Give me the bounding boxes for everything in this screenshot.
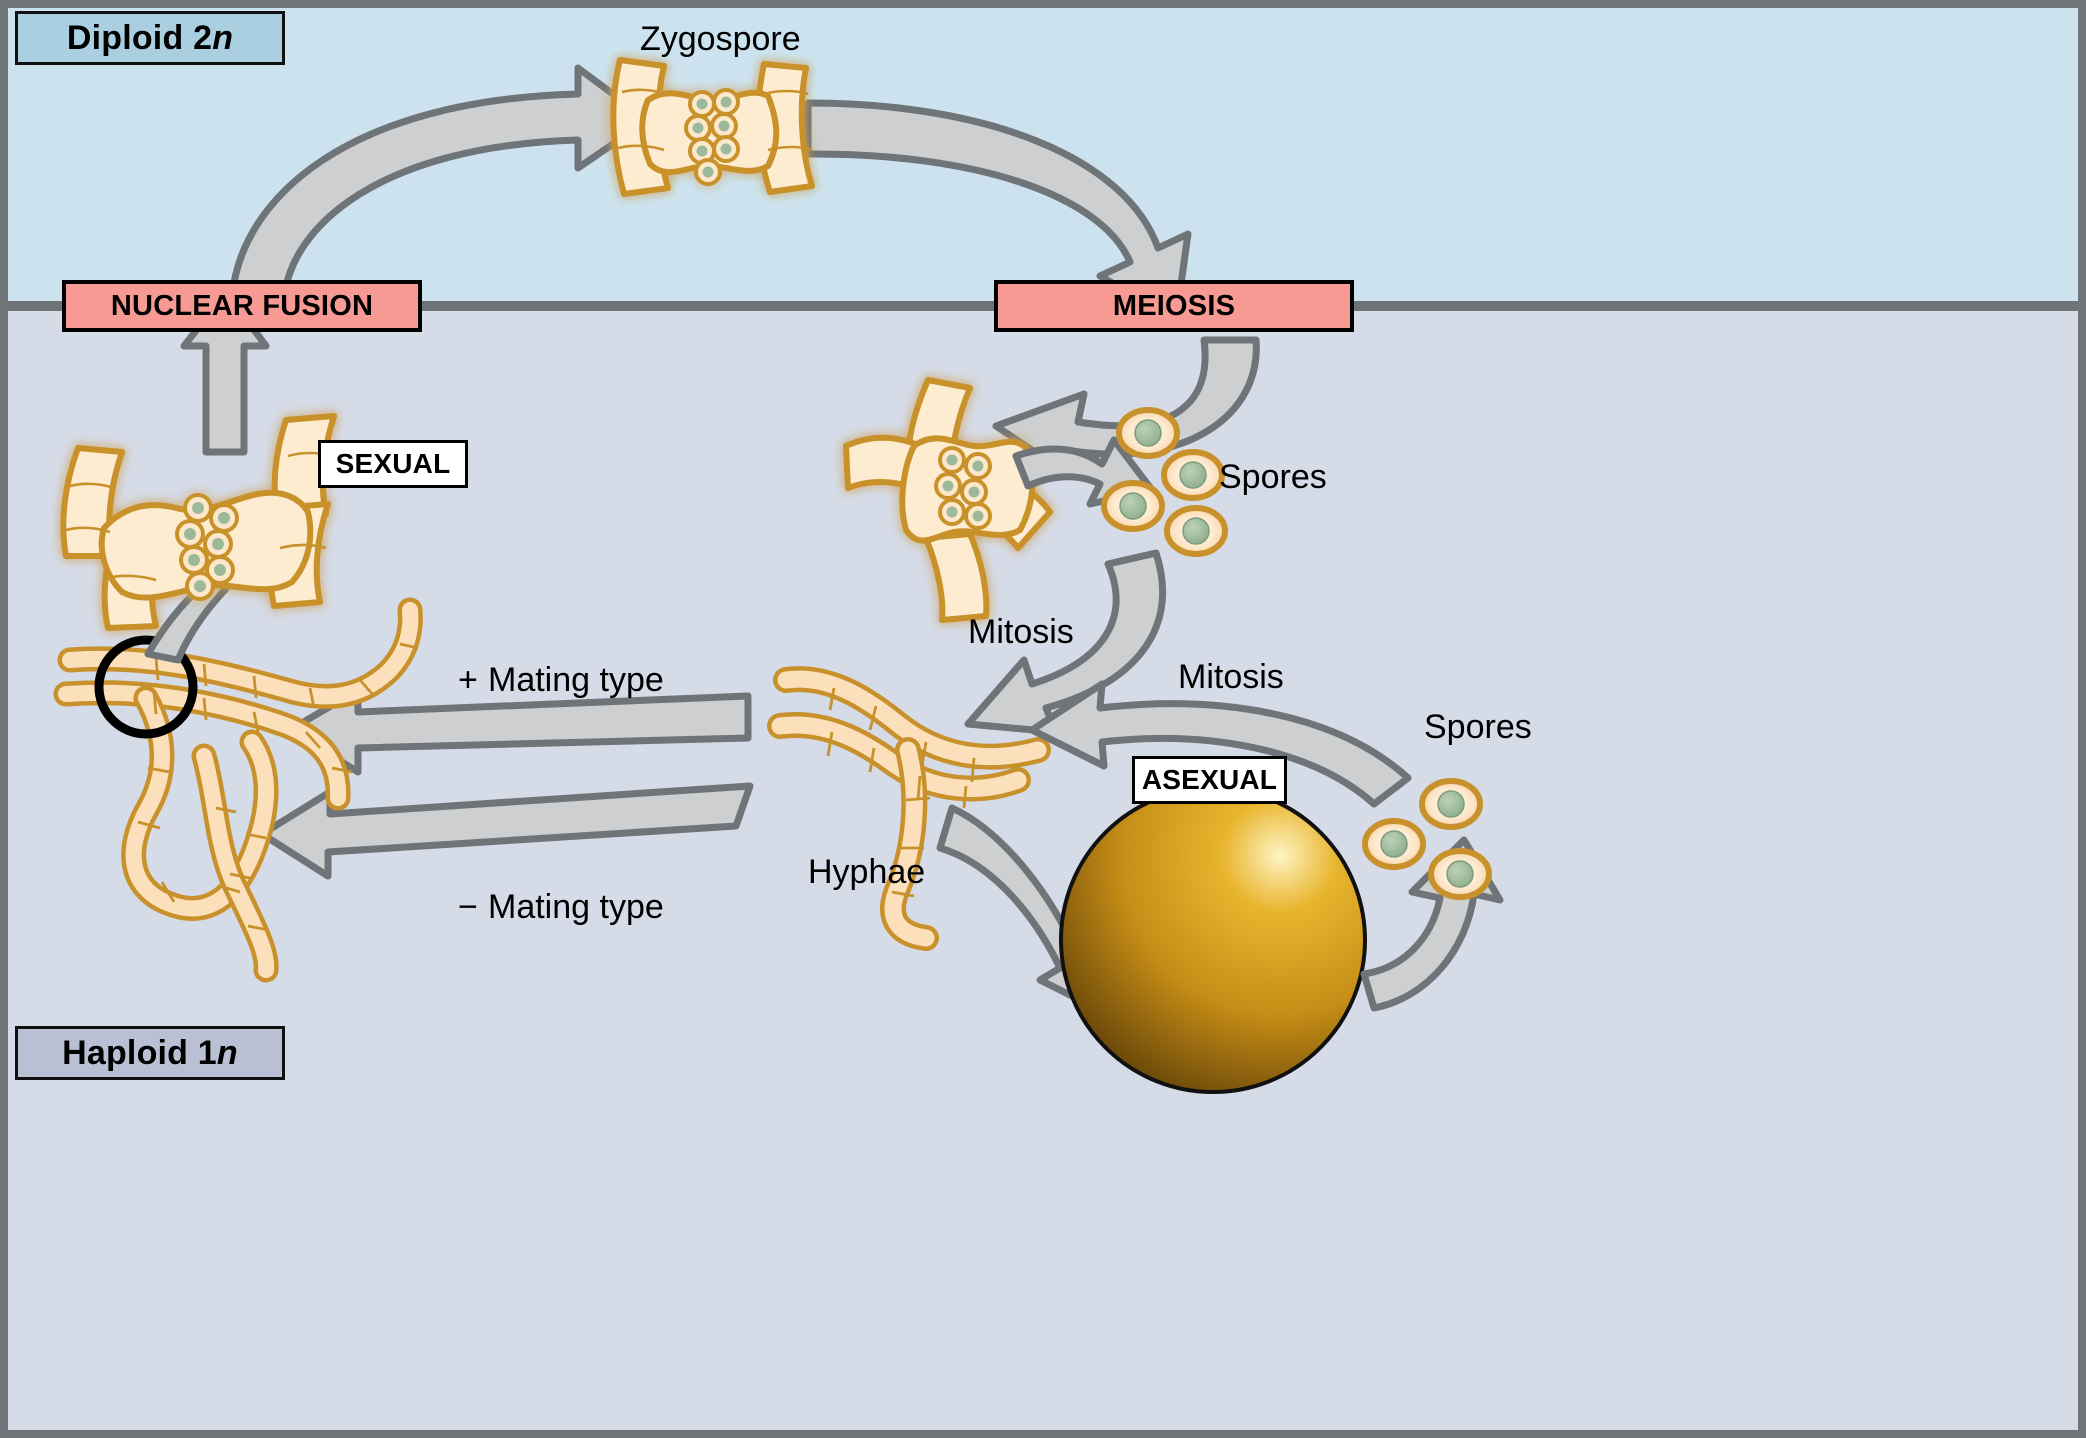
plus-sign: + (458, 661, 478, 699)
asexual-label: ASEXUAL (1141, 764, 1278, 795)
zygospore-label: Zygospore (640, 20, 801, 58)
haploid-zone-label-text: Haploid 1 (62, 1033, 217, 1072)
haploid-n-italic: n (216, 1033, 238, 1072)
spores-asexual-label: Spores (1424, 708, 1532, 746)
spores-meiotic-label: Spores (1219, 458, 1327, 496)
minus-sign: − (458, 888, 478, 926)
mode-box-sexual[interactable]: SEXUAL (318, 440, 468, 488)
meiosis-label: MEIOSIS (1112, 289, 1236, 322)
mitosis-asexual-label: Mitosis (1178, 658, 1284, 696)
diploid-zone-label-text: Diploid 2 (66, 18, 213, 57)
plus-mating-type-label: + Mating type (458, 661, 664, 700)
plus-mating-type-text: Mating type (488, 661, 664, 699)
hyphae-label: Hyphae (808, 853, 926, 891)
mitosis-sexual-label: Mitosis (968, 613, 1074, 651)
mode-box-asexual[interactable]: ASEXUAL (1132, 756, 1287, 804)
diploid-n-italic: n (212, 18, 234, 57)
minus-mating-type-label: −Mating type (458, 888, 664, 927)
process-box-meiosis[interactable]: MEIOSIS (994, 280, 1354, 332)
nuclear-fusion-label: NUCLEAR FUSION (110, 289, 374, 322)
minus-mating-type-text: Mating type (488, 888, 664, 926)
sexual-label: SEXUAL (335, 448, 451, 479)
diploid-zone (8, 8, 2078, 301)
process-box-nuclear-fusion[interactable]: NUCLEAR FUSION (62, 280, 422, 332)
